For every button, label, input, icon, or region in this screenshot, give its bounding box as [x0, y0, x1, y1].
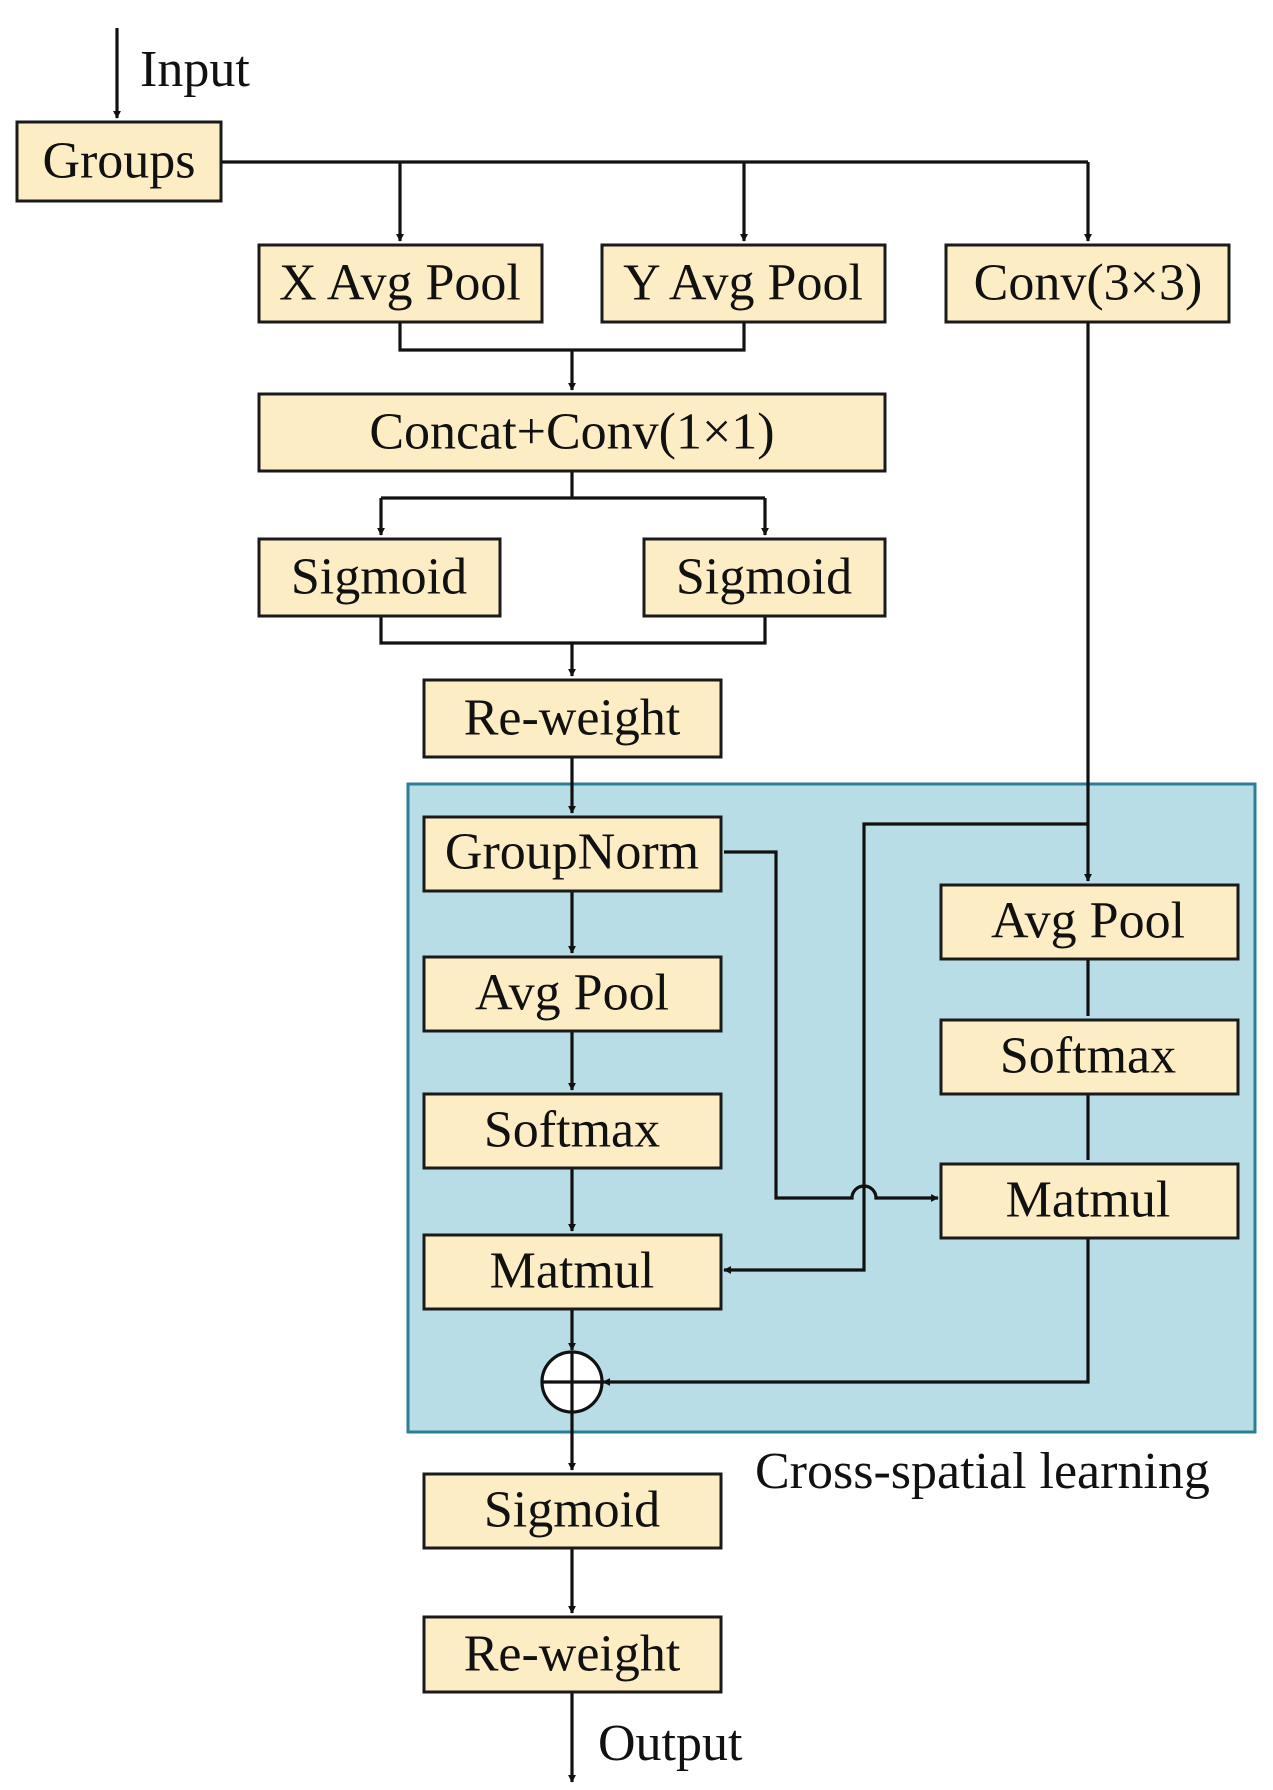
y-avg-pool-label: Y Avg Pool — [623, 255, 863, 312]
softmax-left-label: Softmax — [484, 1102, 660, 1159]
groups-box: Groups — [15, 120, 223, 203]
matmul-left-box: Matmul — [422, 1233, 723, 1311]
concat-conv1x1-box: Concat+Conv(1×1) — [257, 392, 887, 473]
matmul-left-label: Matmul — [490, 1243, 655, 1300]
conv3x3-label: Conv(3×3) — [974, 255, 1203, 312]
groupnorm-box: GroupNorm — [422, 815, 723, 893]
circle-plus-icon — [540, 1350, 604, 1414]
conv3x3-box: Conv(3×3) — [944, 243, 1231, 324]
avg-pool-left-label: Avg Pool — [475, 965, 669, 1022]
sigmoid-output-box: Sigmoid — [422, 1472, 723, 1550]
concat-conv1x1-label: Concat+Conv(1×1) — [369, 404, 774, 461]
reweight-bottom-box: Re-weight — [422, 1615, 723, 1694]
output-label: Output — [598, 1715, 743, 1772]
avg-pool-right-box: Avg Pool — [939, 883, 1240, 961]
x-avg-pool-label: X Avg Pool — [279, 255, 521, 312]
reweight-bottom-label: Re-weight — [464, 1626, 681, 1683]
matmul-right-box: Matmul — [939, 1162, 1240, 1240]
softmax-left-box: Softmax — [422, 1092, 723, 1170]
y-avg-pool-box: Y Avg Pool — [600, 243, 887, 324]
sigmoid-right-box: Sigmoid — [642, 537, 887, 618]
groupnorm-label: GroupNorm — [445, 824, 699, 881]
groups-label: Groups — [42, 133, 195, 190]
sigmoid-left-label: Sigmoid — [291, 549, 467, 606]
x-avg-pool-box: X Avg Pool — [257, 243, 544, 324]
input-label: Input — [140, 41, 250, 98]
avg-pool-right-label: Avg Pool — [991, 893, 1185, 950]
sigmoid-right-label: Sigmoid — [676, 549, 852, 606]
softmax-right-box: Softmax — [939, 1018, 1240, 1096]
sigmoid-output-label: Sigmoid — [484, 1482, 660, 1539]
sigmoid-left-box: Sigmoid — [257, 537, 502, 618]
avg-pool-left-box: Avg Pool — [422, 955, 723, 1033]
matmul-right-label: Matmul — [1006, 1172, 1171, 1229]
softmax-right-label: Softmax — [1000, 1028, 1176, 1085]
reweight-top-label: Re-weight — [464, 690, 681, 747]
reweight-top-box: Re-weight — [422, 678, 723, 759]
cross-spatial-label: Cross-spatial learning — [755, 1443, 1210, 1500]
